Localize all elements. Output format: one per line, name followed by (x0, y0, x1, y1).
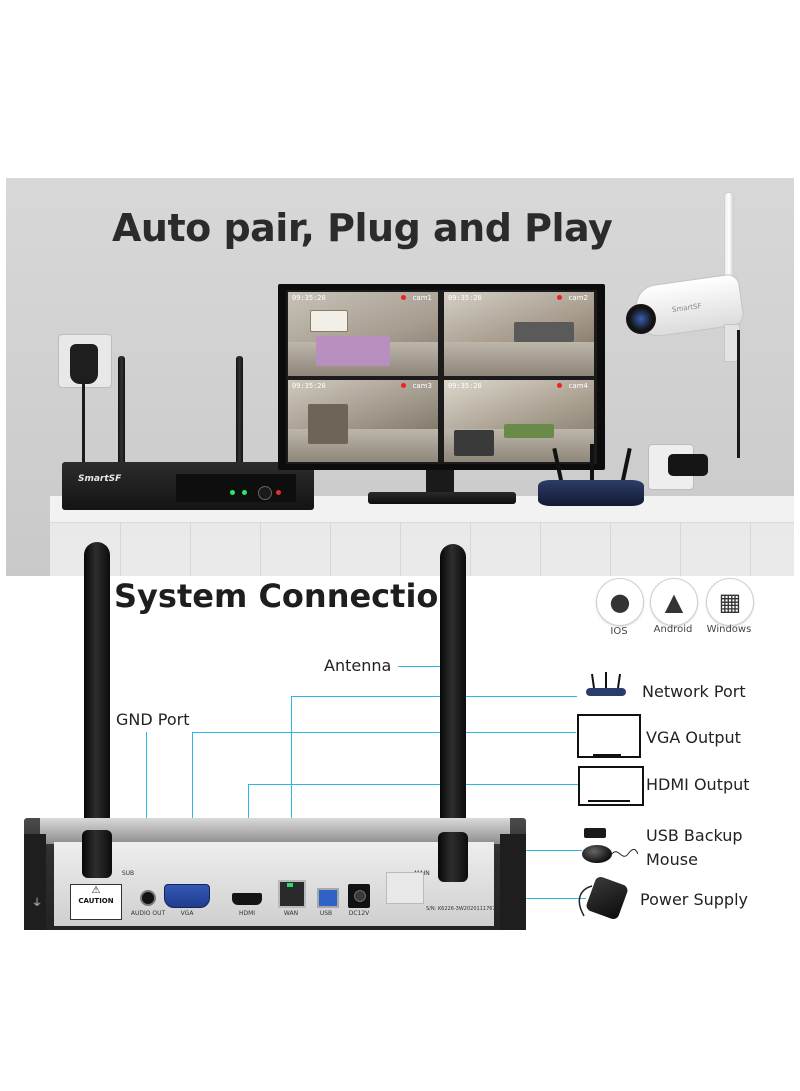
camera-timestamp: 09:35:20 (292, 382, 326, 390)
camera-timestamp: 09:35:20 (448, 382, 482, 390)
router-antenna (590, 444, 594, 484)
windows-icon: ▦ (718, 588, 742, 616)
power-adapter (668, 454, 708, 476)
power-plug (70, 344, 98, 384)
port-label-vga: VGA (180, 910, 194, 917)
shelf-slat (120, 522, 121, 576)
callout-line-vga (192, 732, 193, 884)
nvr-antenna-right (236, 356, 243, 464)
camera-feed-2: 09:35:20 cam2 (444, 292, 594, 376)
callout-network-port: Network Port (642, 682, 746, 701)
camera-name: cam2 (568, 294, 588, 302)
shelf-slat (610, 522, 611, 576)
shelf-slat (330, 522, 331, 576)
callout-line-vga (192, 732, 576, 733)
adapter-cable-icon (578, 885, 593, 917)
nvr-led (230, 490, 235, 495)
port-label-hdmi: HDMI (238, 910, 256, 917)
mouse-cable-icon (612, 848, 638, 857)
port-label-wan: WAN (283, 910, 299, 917)
camera-name: cam3 (412, 382, 432, 390)
shelf-slat (540, 522, 541, 576)
os-label: Windows (706, 624, 752, 635)
wan-led (287, 883, 293, 887)
nvr-top-edge (40, 818, 510, 844)
label-sticker (386, 872, 424, 904)
callout-vga-output: VGA Output (646, 728, 741, 747)
os-label: IOS (610, 626, 628, 637)
port-label-dc: DC12V (348, 910, 370, 917)
shelf-slat (470, 522, 471, 576)
camera-feed-4: 09:35:20 cam4 (444, 380, 594, 462)
callout-gnd-port: GND Port (116, 710, 190, 729)
nvr-brand-label: SmartSF (78, 474, 122, 484)
port-label-usb: USB (319, 910, 333, 917)
callout-line-network (291, 696, 577, 697)
nvr-antenna-left (118, 356, 125, 464)
shelf-slat (680, 522, 681, 576)
port-label-sub: SUB (121, 870, 135, 877)
shelf-slat (750, 522, 751, 576)
callout-line-hdmi (248, 784, 578, 785)
vga-port (164, 884, 210, 908)
camera-timestamp: 09:35:20 (292, 294, 326, 302)
camera-timestamp: 09:35:20 (448, 294, 482, 302)
antenna-base-right (438, 832, 468, 882)
mouse-icon (582, 845, 612, 863)
shelf-slat (400, 522, 401, 576)
headline-auto-pair: Auto pair, Plug and Play (112, 206, 613, 250)
apple-icon: ● (609, 588, 631, 616)
camera-feed-3: 09:35:20 cam3 (288, 380, 438, 462)
camera-lens (626, 304, 656, 334)
nvr-power-button (258, 486, 272, 500)
port-label-audio: AUDIO OUT (130, 910, 166, 917)
shelf-slat (190, 522, 191, 576)
callout-mouse: Mouse (646, 850, 698, 869)
hdmi-tv-icon (578, 766, 644, 806)
warning-icon: ⚠ (91, 885, 101, 896)
os-badge-windows: ▦ (706, 578, 754, 626)
callout-line-gnd (146, 732, 147, 888)
os-badge-ios: ● (596, 578, 644, 626)
hdmi-port (232, 893, 262, 905)
camera-cable (737, 330, 740, 458)
nvr-side (24, 834, 46, 930)
antenna-base-left (82, 830, 112, 878)
headline-system-connection: System Connection (114, 577, 462, 615)
vga-monitor-stand (593, 754, 621, 761)
callout-hdmi-output: HDMI Output (646, 775, 750, 794)
audio-out-port (140, 890, 156, 906)
camera-name: cam1 (412, 294, 432, 302)
router-icon (586, 672, 626, 696)
nvr-side (500, 834, 526, 930)
vga-monitor-icon (577, 714, 641, 758)
usb-port (317, 888, 339, 908)
callout-usb-backup: USB Backup (646, 826, 743, 845)
nvr-led-red (276, 490, 281, 495)
callout-antenna: Antenna (324, 656, 392, 675)
android-icon: ▲ (664, 588, 684, 616)
ground-icon: ⏚ (32, 898, 42, 909)
big-antenna-left (84, 542, 110, 872)
nvr-led (242, 490, 247, 495)
power-cable (82, 382, 85, 494)
camera-feed-1: 09:35:20 cam1 (288, 292, 438, 376)
os-badge-android: ▲ (650, 578, 698, 626)
wifi-router (538, 480, 644, 506)
caution-text: CAUTION (78, 897, 114, 905)
hdmi-tv-stand (588, 800, 630, 806)
monitor-base (368, 492, 516, 504)
dc-power-socket (354, 890, 366, 902)
monitor-neck (426, 470, 454, 494)
usb-stick-icon (584, 828, 606, 838)
callout-power-supply: Power Supply (640, 890, 748, 909)
callout-line-network (291, 696, 292, 882)
shelf-slat (260, 522, 261, 576)
nvr-front-panel (176, 474, 296, 502)
caution-sticker: ⚠ CAUTION (70, 884, 122, 920)
serial-number: S/N: K6226-3W2020111767 (426, 906, 496, 912)
os-label: Android (653, 624, 693, 635)
callout-line-antenna (398, 666, 448, 667)
camera-name: cam4 (568, 382, 588, 390)
